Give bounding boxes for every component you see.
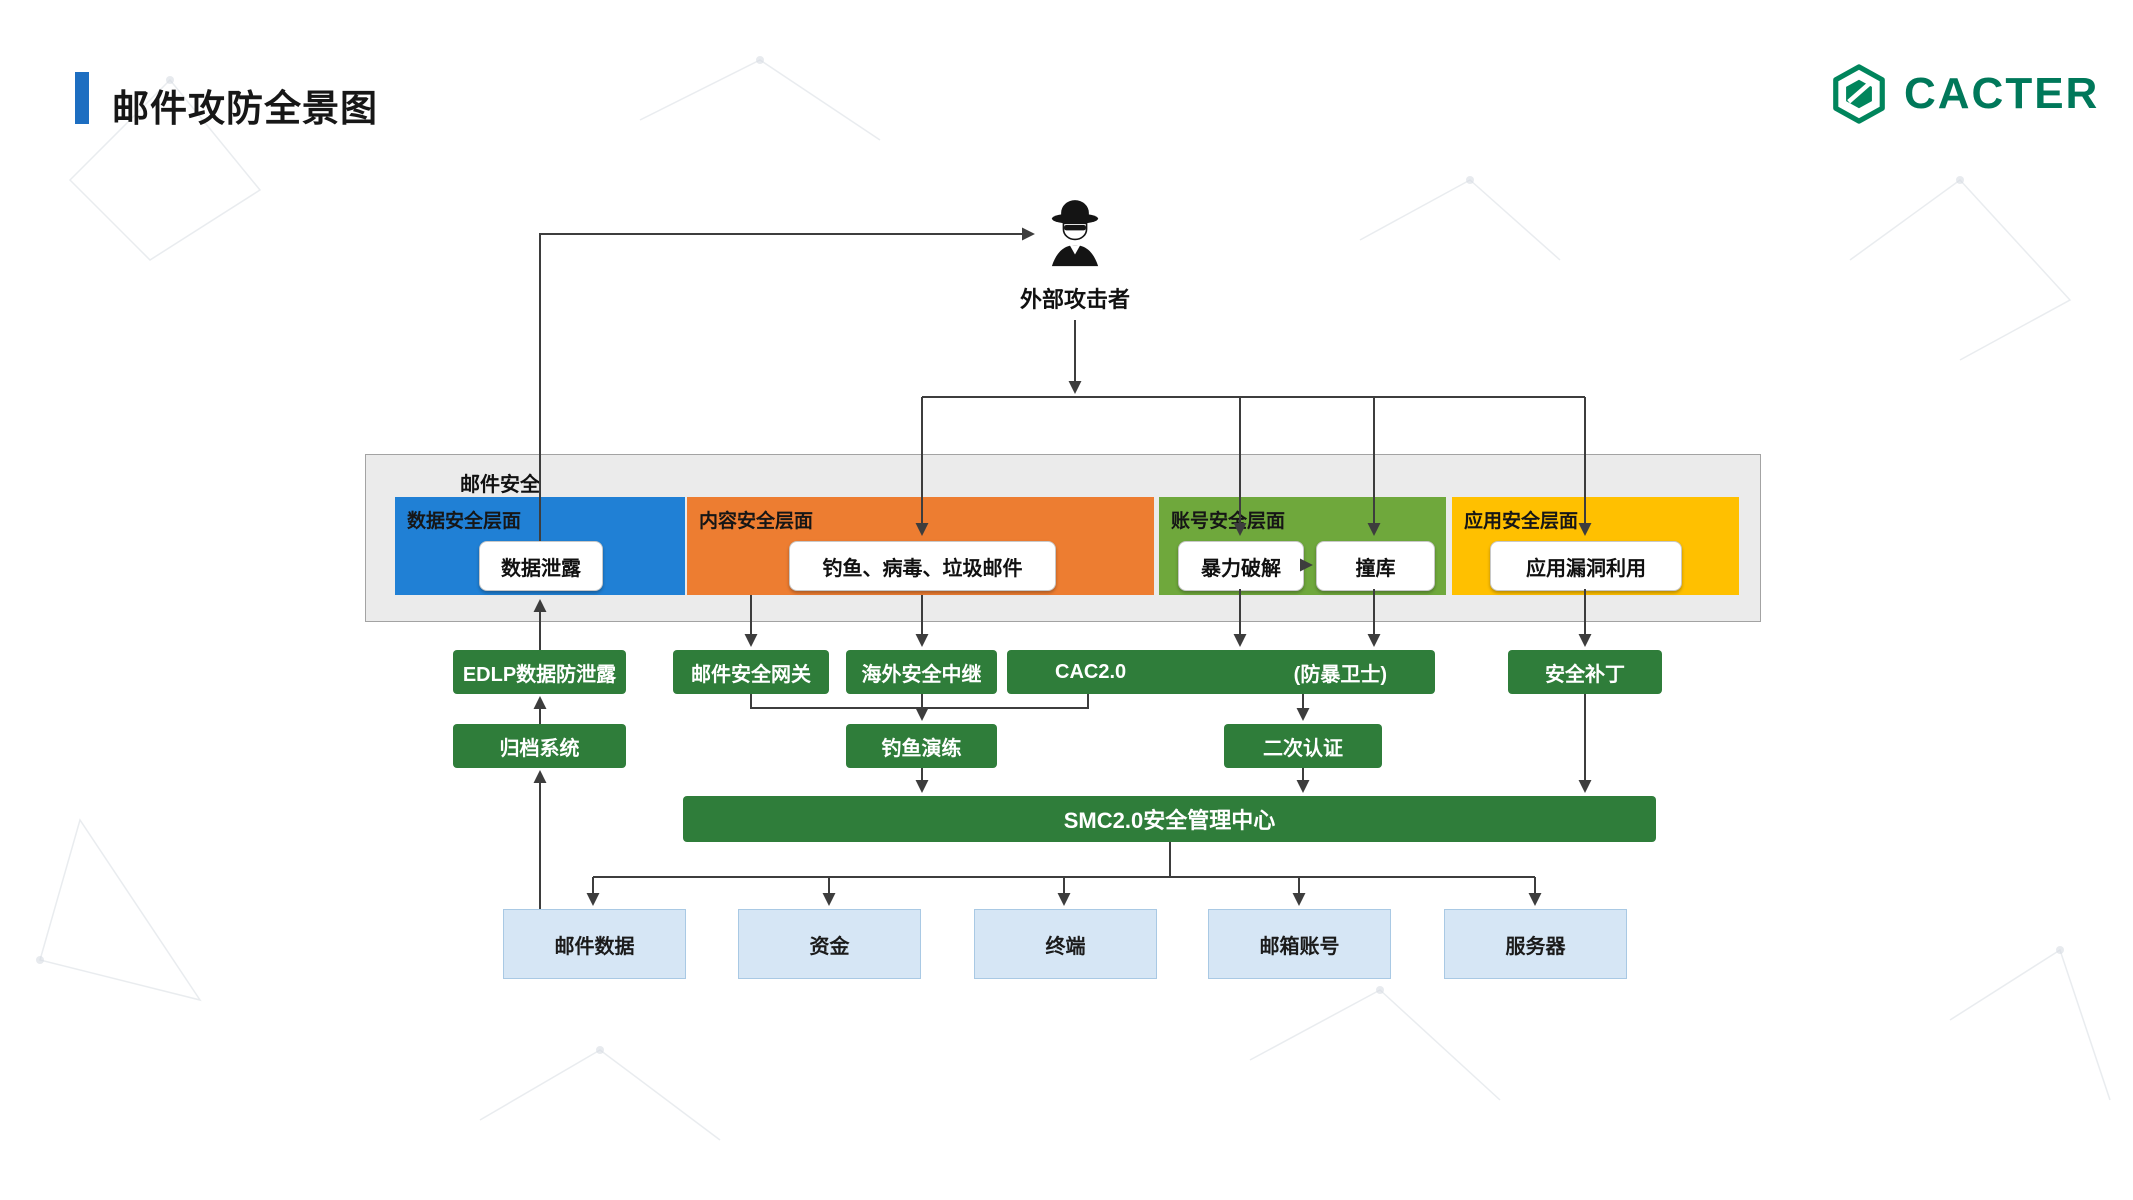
layer-label-account: 账号安全层面 [1171,511,1286,532]
defense-archive-system: 归档系统 [453,724,626,768]
brand-name: CACTER [1904,69,2100,118]
asset-flow-lines [586,842,1542,906]
title-accent-bar [75,72,89,124]
threat-vuln-exploit: 应用漏洞利用 [1490,541,1682,591]
asset-mail-data: 邮件数据 [503,909,686,979]
defense-security-patch: 安全补丁 [1508,650,1662,694]
asset-terminal: 终端 [974,909,1157,979]
threat-credential-stuffing: 撞库 [1316,541,1435,591]
defense-flow-lines [533,589,1592,909]
attacker-icon [1051,200,1099,267]
defense-edlp: EDLP数据防泄露 [453,650,626,694]
cacter-shield-icon [1833,64,1885,124]
defense-overseas-relay: 海外安全中继 [846,650,997,694]
layer-label-content: 内容安全层面 [699,511,814,532]
asset-funds: 资金 [738,909,921,979]
cac-note: (防暴卫士) [1293,663,1387,686]
threat-brute-force: 暴力破解 [1178,541,1304,591]
layer-label-data: 数据安全层面 [407,511,522,532]
defense-two-factor: 二次认证 [1224,724,1382,768]
attacker-label: 外部攻击者 [1019,287,1130,312]
threat-data-leak: 数据泄露 [479,541,603,591]
defense-cac: CAC2.0 (防暴卫士) [1007,650,1435,694]
email-security-label: 邮件安全 [460,474,540,496]
threat-phishing-virus-spam: 钓鱼、病毒、垃圾邮件 [789,541,1056,591]
asset-server: 服务器 [1444,909,1627,979]
smc-management-center: SMC2.0安全管理中心 [683,796,1656,842]
layer-label-application: 应用安全层面 [1464,511,1579,532]
defense-phishing-drill: 钓鱼演练 [846,724,997,768]
asset-mail-account: 邮箱账号 [1208,909,1391,979]
defense-mail-gateway: 邮件安全网关 [673,650,829,694]
cac-label: CAC2.0 [1055,660,1127,683]
brand-logo: CACTER [1828,62,2099,126]
page-title: 邮件攻防全景图 [112,88,378,129]
